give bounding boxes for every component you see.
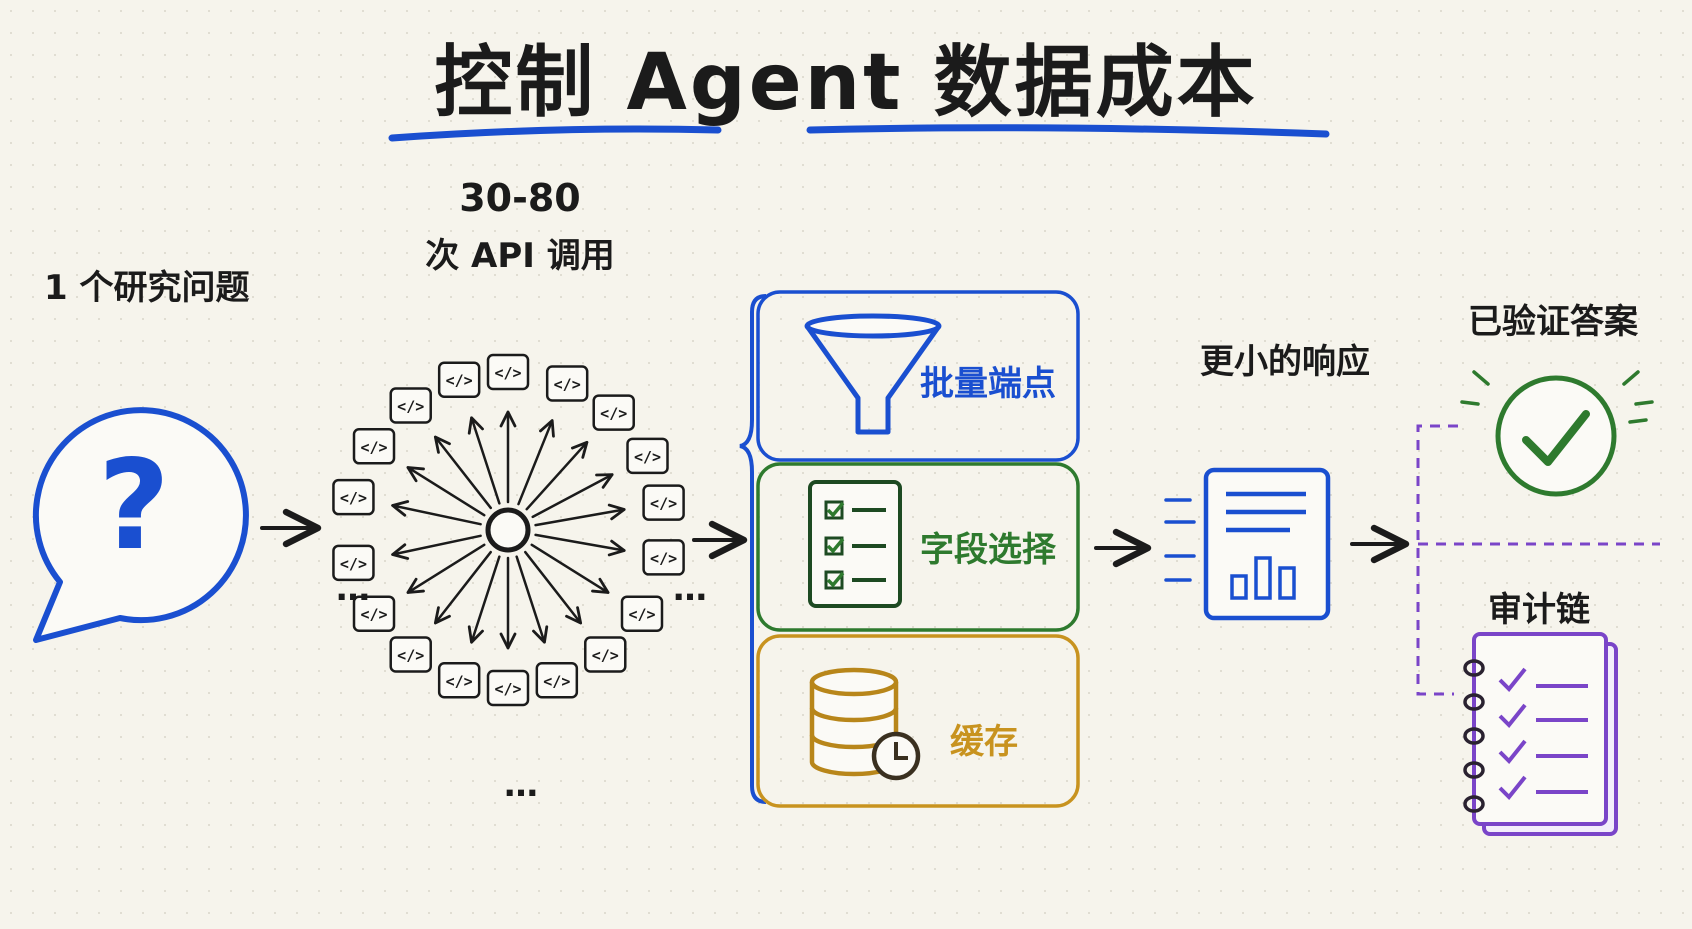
api-call-arrow: [515, 555, 549, 644]
code-tag-icon: </>: [620, 595, 664, 632]
question-speech-bubble-icon: ?: [33, 407, 249, 643]
api-call-arrow: [530, 543, 610, 594]
question-label: 1 个研究问题: [44, 268, 250, 308]
api-call-arrow: [525, 440, 589, 511]
title-underline-left: [388, 125, 722, 142]
title-underline-right: [806, 124, 1330, 138]
code-tag-icon: </>: [486, 353, 530, 391]
api-call-arrow: [467, 416, 501, 505]
api-call-arrow: [406, 466, 486, 517]
spiral-checklist-icon: [1463, 632, 1618, 836]
svg-text:</>: </>: [446, 672, 473, 690]
checklist-icon: [808, 480, 902, 608]
svg-text:</>: </>: [397, 647, 424, 665]
database-clock-icon: [809, 667, 921, 781]
api-call-arrow: [534, 503, 626, 527]
api-call-arrow: [391, 500, 482, 526]
strategy-label-batch: 批量端点: [920, 364, 1056, 404]
check-circle-icon: [1460, 370, 1654, 497]
api-call-arrow: [517, 419, 555, 506]
code-tag-icon: </>: [535, 662, 579, 699]
svg-text:</>: </>: [592, 647, 619, 665]
api-call-arrow: [433, 550, 493, 625]
svg-text:</>: </>: [650, 495, 677, 513]
ellipsis-bottom: …: [504, 765, 538, 805]
code-tag-icon: </>: [545, 365, 589, 402]
api-call-arrow: [433, 435, 493, 510]
output-label-verified: 已验证答案: [1468, 302, 1638, 342]
svg-text:</>: </>: [360, 606, 387, 624]
code-tag-icon: </>: [352, 595, 396, 632]
svg-text:</>: </>: [600, 405, 627, 423]
output-connectors: [1416, 424, 1660, 696]
code-tag-icon: </>: [437, 361, 481, 398]
ellipsis-right: …: [673, 569, 707, 609]
svg-text:</>: </>: [397, 397, 424, 415]
strategy-label-fields: 字段选择: [920, 530, 1056, 570]
svg-text:</>: </>: [494, 680, 521, 698]
strategy-box-fields: [756, 462, 1080, 632]
svg-text:</>: </>: [340, 489, 367, 507]
svg-text:</>: </>: [494, 364, 521, 382]
svg-text:</>: </>: [634, 448, 661, 466]
code-tag-icon: </>: [626, 437, 669, 475]
svg-text:</>: </>: [340, 555, 367, 573]
page-title: 控制 Agent 数据成本: [434, 38, 1258, 128]
svg-text:</>: </>: [628, 606, 655, 624]
api-call-arrow: [534, 533, 626, 557]
code-tag-icon: </>: [642, 484, 685, 521]
code-tag-icon: </>: [352, 428, 396, 465]
api-call-arrow: [523, 550, 583, 625]
output-label-audit: 审计链: [1488, 590, 1590, 630]
api-call-arrow: [467, 555, 501, 644]
speed-lines: [1164, 498, 1196, 582]
document-chart-icon: [1203, 467, 1331, 621]
api-fanout: </> </> </> </> </> </> </> </> </> </> </> </> </> <…: [332, 353, 685, 707]
code-tag-icon: </>: [332, 544, 375, 582]
svg-text:</>: </>: [554, 376, 581, 394]
code-tag-icon: </>: [389, 636, 432, 673]
code-tag-icon: </>: [389, 387, 432, 424]
strategy-box-batch: [756, 290, 1080, 462]
code-tag-icon: </>: [584, 636, 627, 673]
api-call-arrow: [391, 534, 482, 560]
api-call-arrow: [531, 473, 614, 519]
code-tag-icon: </>: [437, 662, 481, 699]
api-call-label: 次 API 调用: [425, 236, 615, 276]
svg-text:</>: </>: [446, 372, 473, 390]
strategy-label-cache: 缓存: [950, 722, 1018, 762]
api-call-count: 30-80: [459, 176, 581, 220]
code-tag-icon: </>: [642, 539, 685, 576]
code-tag-icon: </>: [486, 669, 530, 707]
strategy-box-cache: [756, 634, 1080, 808]
svg-text:</>: </>: [360, 438, 387, 456]
code-tag-icon: </>: [332, 478, 375, 516]
question-glyph: ?: [98, 434, 170, 578]
api-hub-circle: [485, 507, 531, 553]
svg-text:</>: </>: [650, 549, 677, 567]
api-call-arrow: [406, 543, 486, 594]
code-tag-icon: </>: [592, 394, 635, 431]
response-label: 更小的响应: [1200, 342, 1370, 382]
funnel-icon: [804, 313, 942, 435]
strategy-brace: [739, 294, 767, 804]
svg-text:</>: </>: [543, 672, 570, 690]
ellipsis-left: …: [336, 569, 370, 609]
